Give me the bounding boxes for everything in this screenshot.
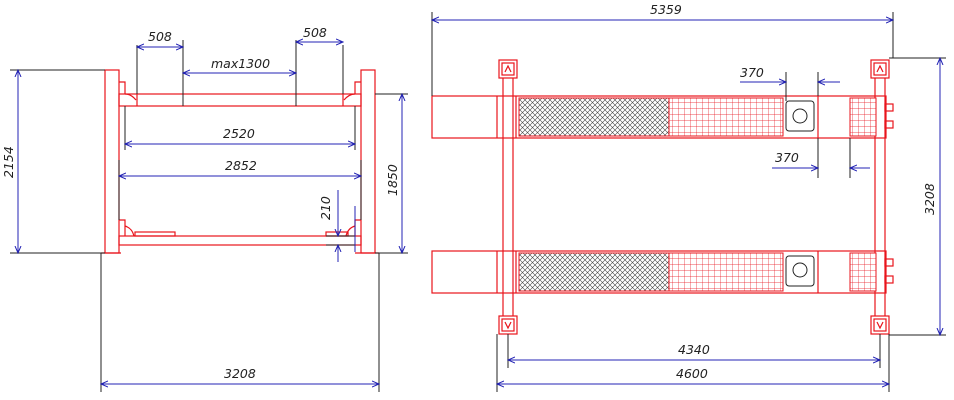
upper-turntable <box>785 100 815 132</box>
dim-overall-length: 5359 <box>650 2 682 17</box>
dim-right-platform-width: 508 <box>303 25 327 40</box>
left-column <box>104 69 120 254</box>
post-top-left <box>498 59 518 79</box>
post-bottom-left <box>498 315 518 335</box>
right-column <box>360 69 376 254</box>
dim-inner-width: 2852 <box>225 158 257 173</box>
dim-total-height: 2154 <box>1 146 16 178</box>
dim-runway-length: 4600 <box>676 366 708 381</box>
lower-runway <box>431 250 887 294</box>
dim-turntable-offset-top: 370 <box>740 65 764 80</box>
left-side-beam <box>502 65 514 329</box>
post-top-right <box>870 59 890 79</box>
lower-turntable <box>785 255 815 287</box>
upper-runway <box>431 95 887 139</box>
dim-overall-width-front: 3208 <box>224 366 256 381</box>
runway-platform <box>118 235 362 246</box>
dim-overall-width-top: 3208 <box>922 183 937 215</box>
dim-max-gap: max1300 <box>211 56 270 71</box>
top-view: 5359 370 370 3208 4340 4600 <box>432 2 946 392</box>
dim-turntable-offset-bottom: 370 <box>775 150 799 165</box>
dim-left-platform-width: 508 <box>148 29 172 44</box>
dim-inner-width-top: 2520 <box>223 126 255 141</box>
top-crossbeam <box>118 93 362 107</box>
post-bottom-right <box>870 315 890 335</box>
dim-platform-height: 210 <box>318 196 333 220</box>
dim-column-height: 1850 <box>385 164 400 196</box>
front-view: 508 508 max1300 2520 2852 2154 1850 <box>1 25 408 392</box>
dim-column-spacing: 4340 <box>678 342 710 357</box>
